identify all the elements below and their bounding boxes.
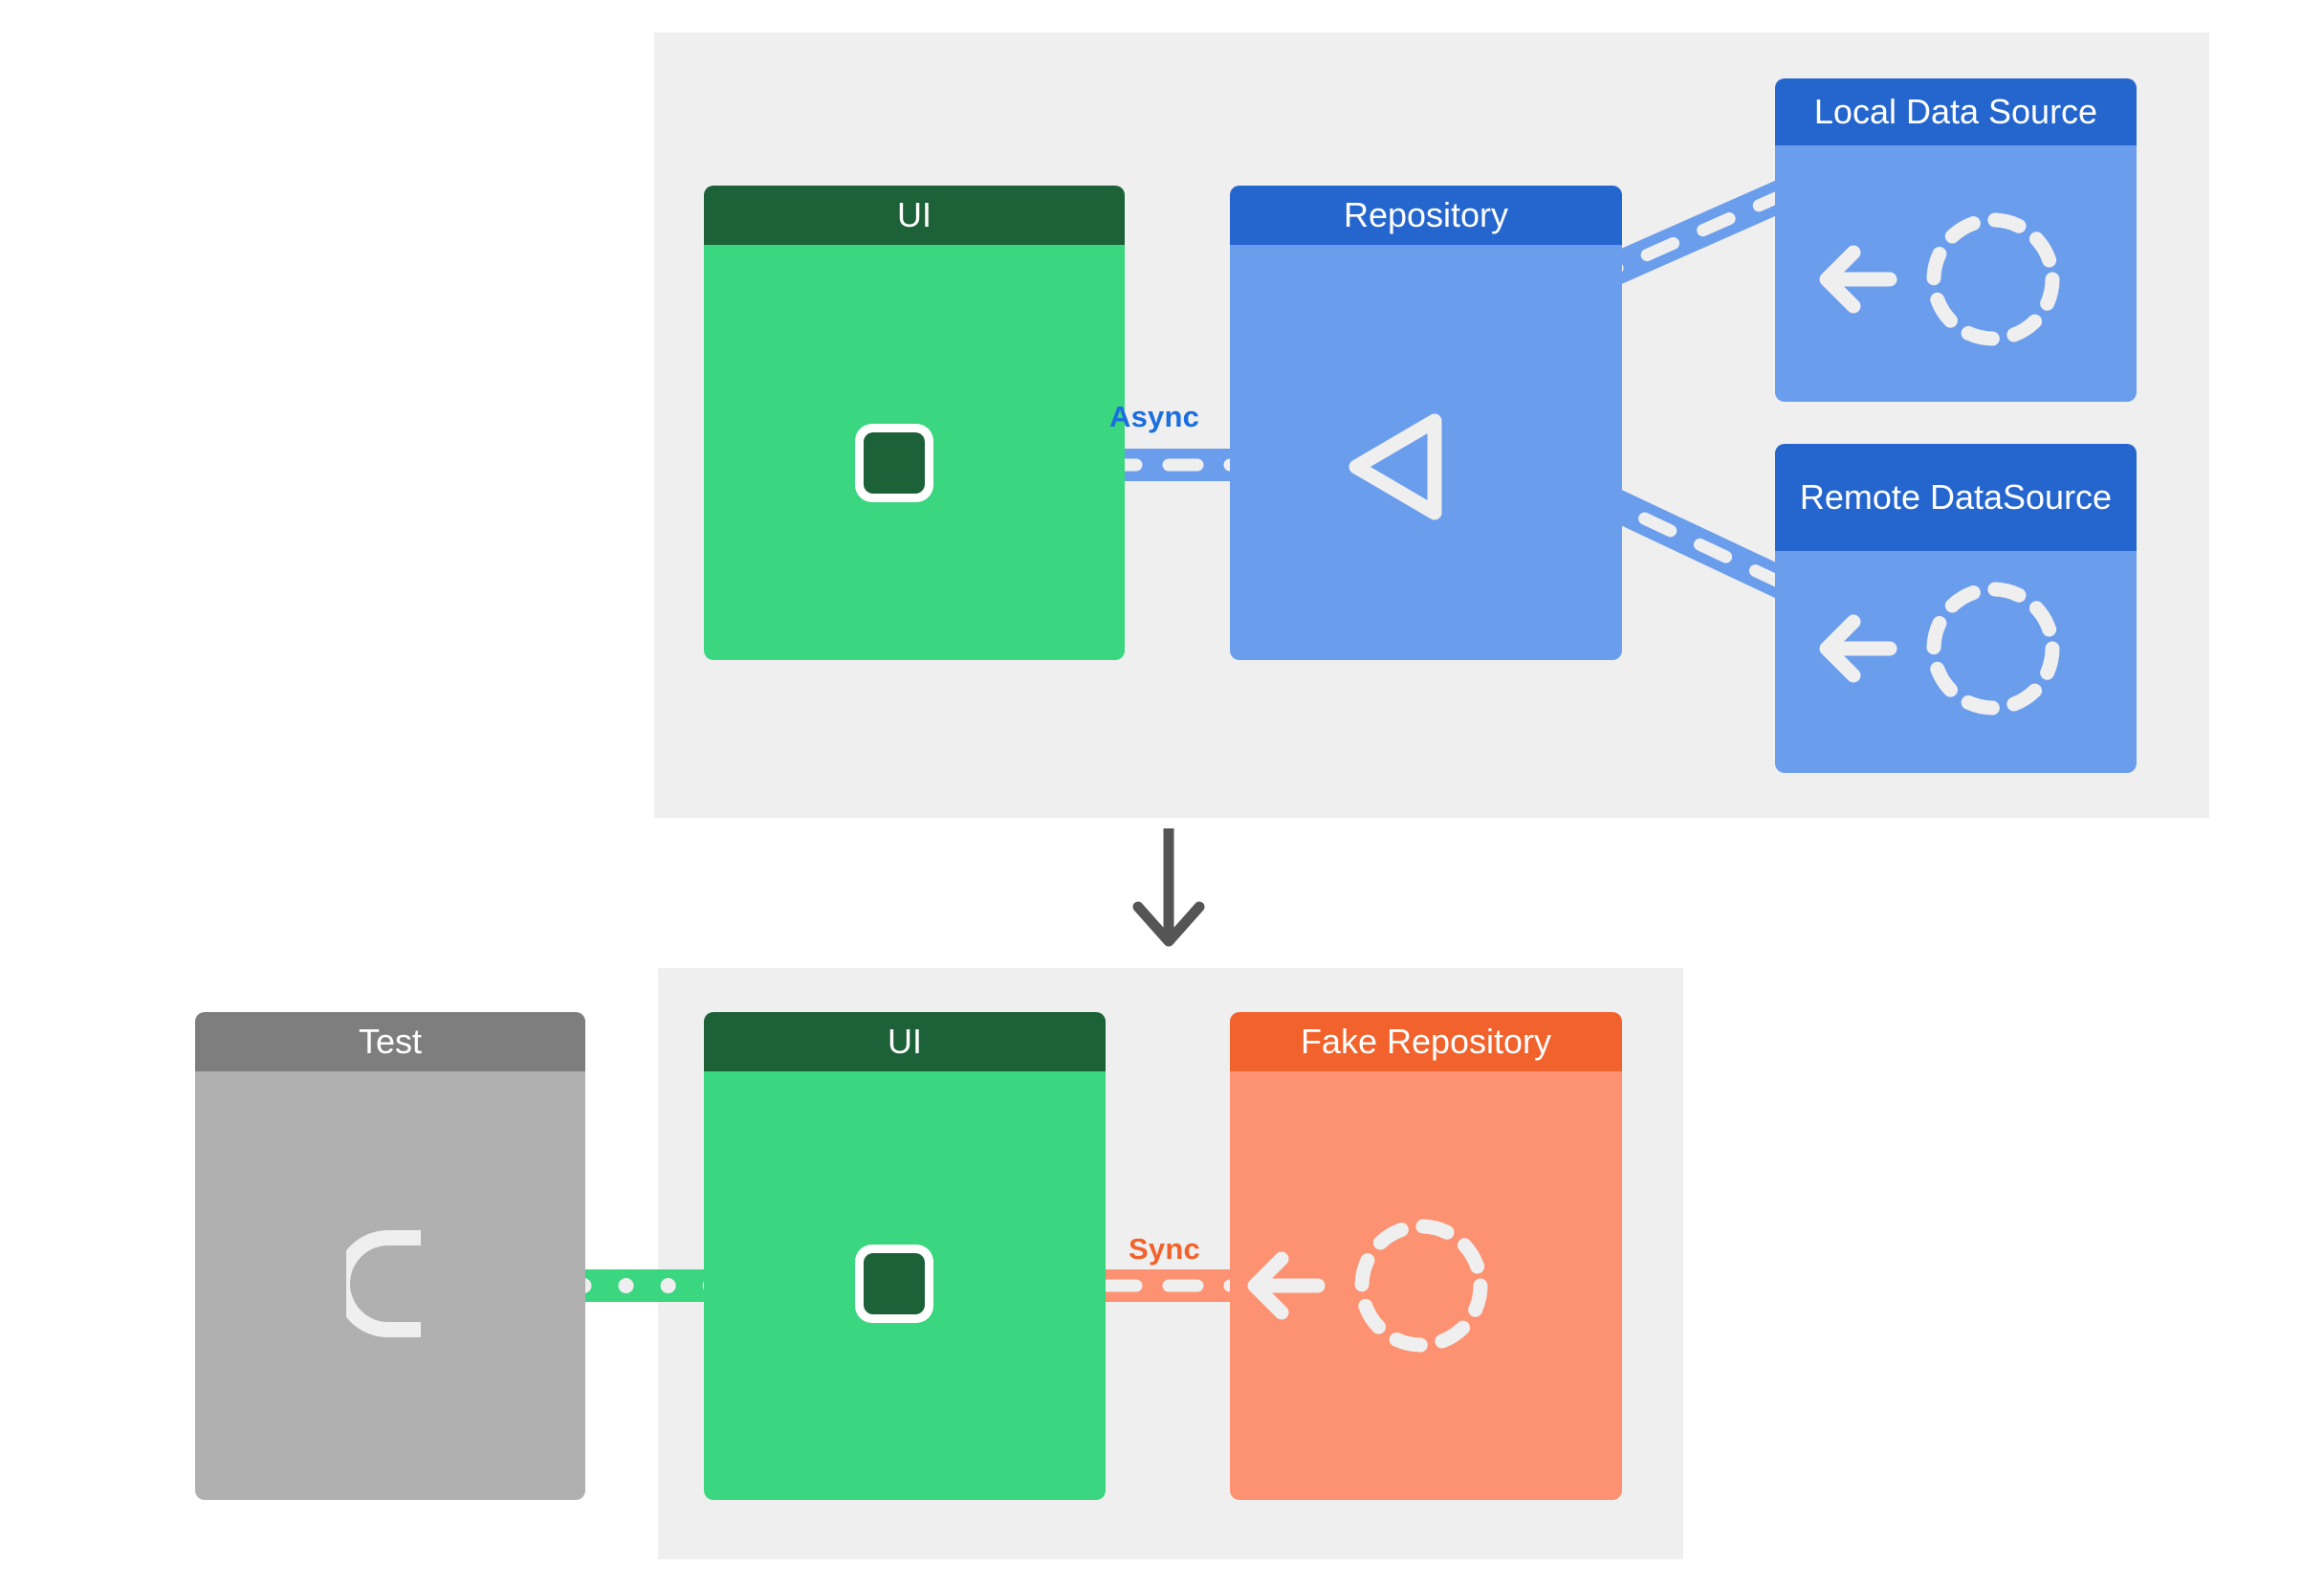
card-local-data-source-title: Local Data Source: [1775, 78, 2137, 145]
arrow-left-icon: [1815, 243, 1897, 320]
card-ui-test-title: UI: [704, 1012, 1106, 1071]
arrow-left-icon: [1815, 612, 1897, 690]
card-local-data-source[interactable]: Local Data Source: [1775, 78, 2137, 402]
dashed-circle-icon: [1917, 203, 2070, 361]
card-test-title: Test: [195, 1012, 585, 1071]
card-remote-data-source-title-line1: Remote Data: [1799, 477, 2004, 518]
dashed-circle-icon: [1917, 572, 2070, 730]
card-test[interactable]: Test: [195, 1012, 585, 1500]
card-repository-body: [1230, 245, 1622, 660]
edge-label-sync: Sync: [1129, 1232, 1200, 1266]
card-test-body: [195, 1071, 585, 1500]
card-repository[interactable]: Repository: [1230, 186, 1622, 660]
square-plug-icon: [855, 424, 933, 502]
socket-connector-icon: [335, 1230, 425, 1337]
edge-label-async: Async: [1109, 400, 1200, 433]
card-ui-production[interactable]: UI: [704, 186, 1125, 660]
card-remote-data-source-title-line2: Source: [2003, 477, 2113, 518]
card-repository-title: Repository: [1230, 186, 1622, 245]
arrow-left-icon: [1243, 1249, 1326, 1327]
card-remote-data-source-title: Remote Data Source: [1775, 444, 2137, 551]
card-ui-test[interactable]: UI: [704, 1012, 1106, 1500]
card-ui-production-title: UI: [704, 186, 1125, 245]
square-plug-icon: [855, 1245, 933, 1323]
dashed-circle-icon: [1345, 1209, 1498, 1367]
triangle-merge-icon: [1343, 409, 1448, 529]
card-fake-repository-title: Fake Repository: [1230, 1012, 1622, 1071]
arrow-down-icon: [1130, 825, 1207, 956]
